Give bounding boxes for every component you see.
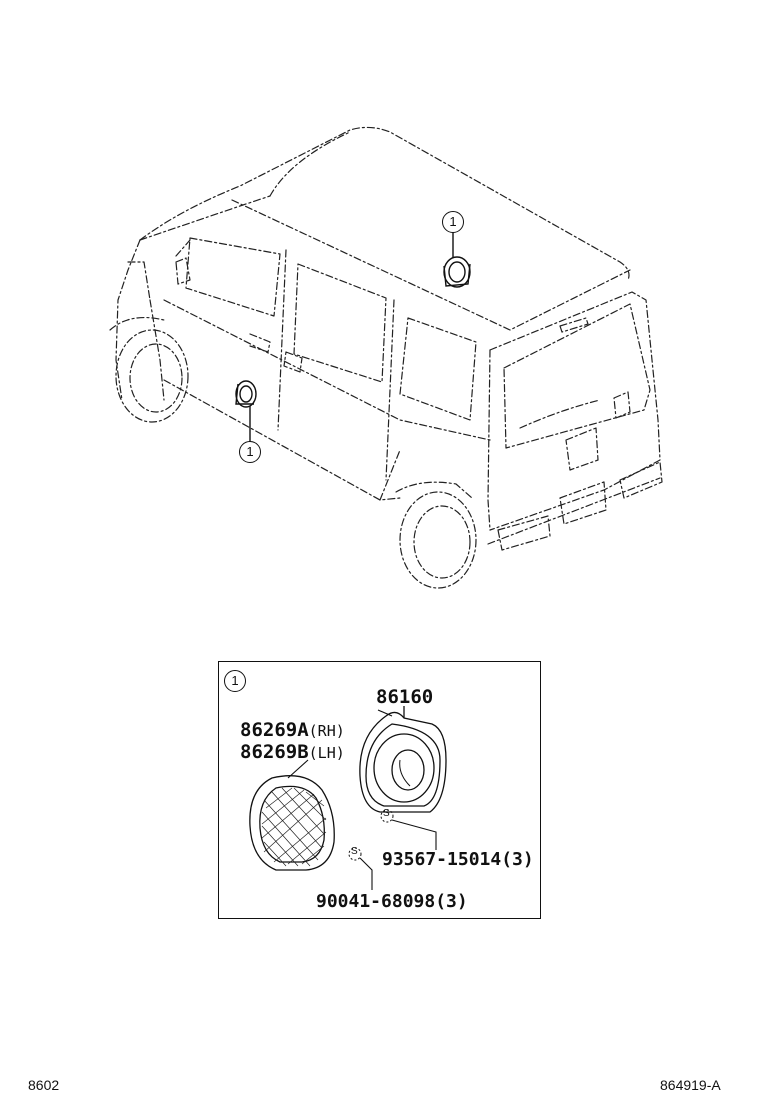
speaker-86160-drawing	[359, 706, 447, 813]
page-code-left: 8602	[28, 1077, 60, 1093]
cover-screw-part-number: 90041-68098(3)	[316, 891, 468, 912]
cover-lh-number: 86269B	[240, 741, 309, 763]
speaker-part-number: 86160	[376, 686, 433, 708]
detail-panel	[218, 661, 541, 919]
cover-rh-part-number: 86269A(RH)	[240, 719, 345, 741]
speaker-cover-drawing	[249, 775, 335, 871]
cover-lh-suffix: (LH)	[308, 744, 345, 762]
speaker-screw-part-number: 93567-15014(3)	[382, 849, 534, 870]
panel-callout-marker: 1	[224, 670, 246, 692]
callout-marker-roof: 1	[442, 211, 464, 233]
callout-marker-door: 1	[239, 441, 261, 463]
figure-code-right: 864919-A	[660, 1077, 721, 1093]
cover-rh-number: 86269A	[240, 719, 309, 741]
screw-symbol-cover: S	[351, 846, 358, 857]
screw-symbol-speaker: S	[383, 808, 390, 819]
cover-lh-part-number: 86269B(LH)	[240, 741, 345, 763]
speaker-part-number-text: 86160	[376, 686, 434, 708]
cover-rh-suffix: (RH)	[308, 722, 345, 740]
